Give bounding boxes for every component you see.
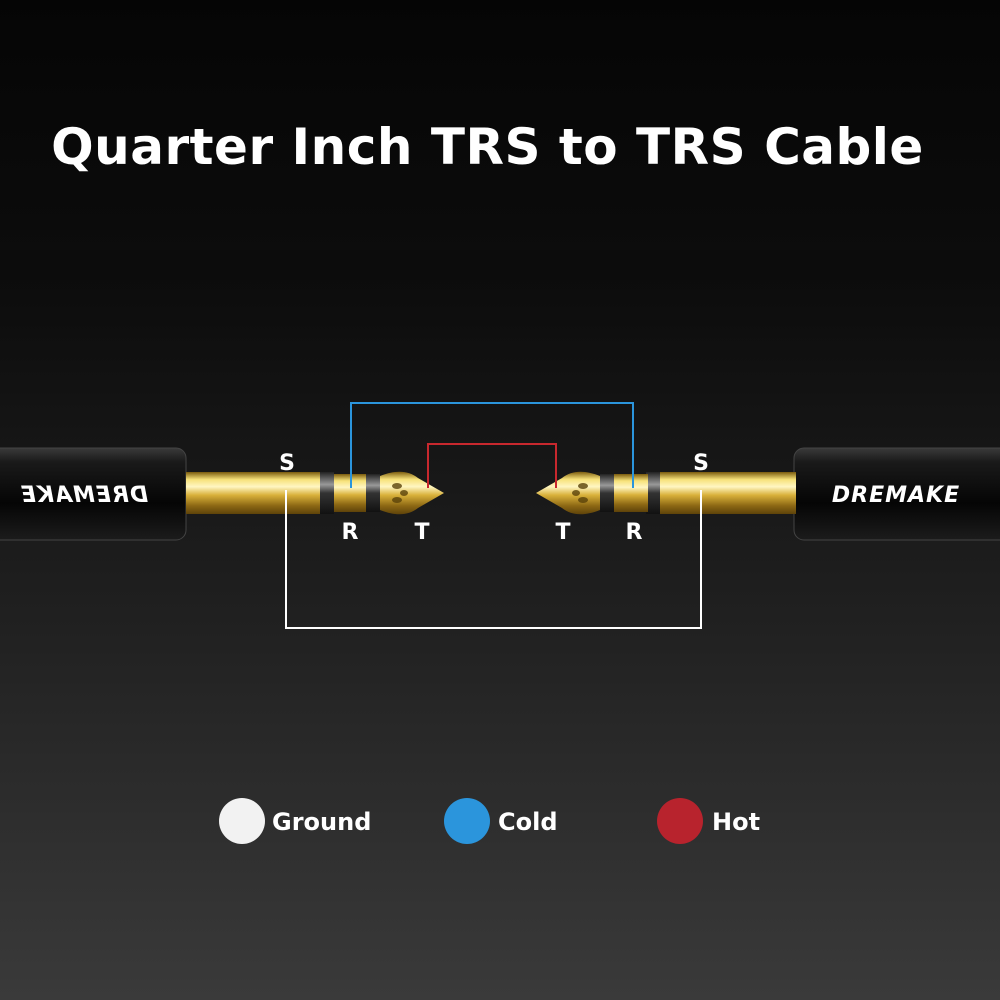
cold-legend-label: Cold: [498, 808, 558, 836]
right-insulator-2: [600, 474, 614, 512]
left-brand-logo: DREMAKE: [20, 483, 148, 508]
right-insulator-1: [646, 472, 660, 514]
right-sleeve-label: S: [693, 451, 709, 476]
right-tip-label: T: [555, 520, 570, 545]
left-trs-plug: DREMAKE: [0, 447, 444, 541]
legend: Ground Cold Hot: [219, 798, 760, 844]
right-ring: [614, 474, 648, 512]
ground-swatch: [219, 798, 265, 844]
left-tip: [380, 471, 444, 515]
left-insulator-1: [320, 472, 334, 514]
left-insulator-2: [366, 474, 380, 512]
right-trs-plug: DREMAKE: [536, 447, 1000, 541]
right-ring-label: R: [626, 520, 643, 545]
left-ring-label: R: [342, 520, 359, 545]
cold-swatch: [444, 798, 490, 844]
right-tip: [536, 471, 600, 515]
right-sleeve: [660, 472, 796, 514]
page-title: Quarter Inch TRS to TRS Cable: [51, 118, 924, 176]
ground-wire: [285, 490, 702, 629]
cold-wire: [350, 402, 634, 488]
ground-legend-label: Ground: [272, 808, 371, 836]
hot-wire: [427, 443, 557, 488]
hot-swatch: [657, 798, 703, 844]
left-sleeve: [186, 472, 322, 514]
left-sleeve-label: S: [279, 451, 295, 476]
right-brand-logo: DREMAKE: [832, 483, 960, 508]
left-tip-label: T: [414, 520, 429, 545]
hot-legend-label: Hot: [712, 808, 760, 836]
